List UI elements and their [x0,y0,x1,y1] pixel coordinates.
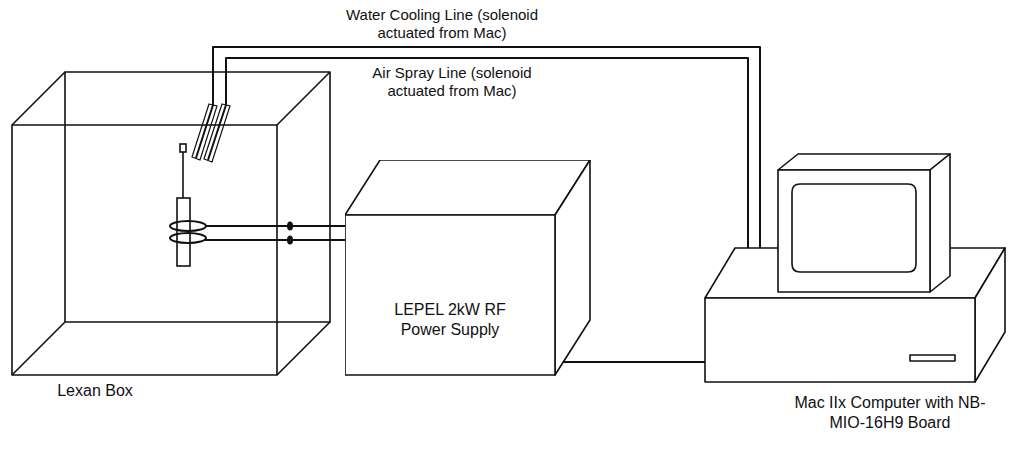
outline-face [12,125,277,375]
induction-coil [170,221,206,231]
line-label: Air Spray Line (solenoid actuated from M… [343,64,562,100]
outline-face [555,160,590,375]
lexan-box: Lexan Box [10,70,332,410]
lead-clamp-dot [287,236,293,245]
outline-face [705,298,975,382]
line-label: Water Cooling Line (solenoid actuated fr… [333,6,552,42]
outline-face [12,72,330,375]
connector-line [205,225,345,227]
outline-face [792,184,916,272]
outline-face [778,154,950,170]
connector-line [205,239,345,241]
power-supply-box: LEPEL 2kW RF Power Supply [345,160,592,377]
outline-face [930,154,950,292]
connector-line [563,361,705,363]
outline-face [975,248,1005,382]
air-nozzle [204,104,230,162]
node-outline [345,160,592,377]
node-label: LEPEL 2kW RF Power Supply [380,300,520,340]
node-label: Mac IIx Computer with NB-MIO-16H9 Board [780,393,1000,433]
computer-unit: Mac IIx Computer with NB-MIO-16H9 Board [700,140,1008,440]
rod-knob [180,144,186,152]
lead-clamp-dot [287,222,293,231]
outline-face [345,215,555,375]
node-label: Lexan Box [40,381,150,401]
outline-face [910,355,955,361]
node-outline [10,70,332,410]
outline-face [778,170,930,292]
induction-coil [170,233,206,243]
support-rod [182,152,184,198]
outline-face [345,160,590,215]
outline-face [65,72,330,322]
workpiece-cylinder [177,198,190,266]
